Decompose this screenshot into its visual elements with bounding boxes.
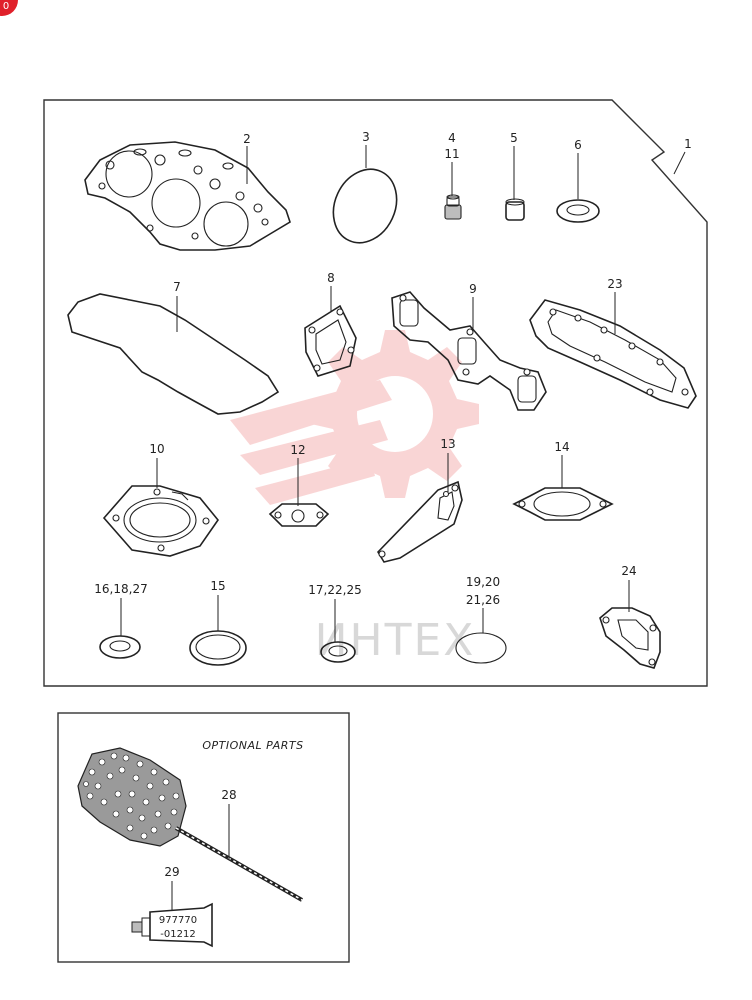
label-11: 11 — [444, 147, 459, 161]
label-2: 2 — [243, 132, 251, 146]
part-12-small-gasket — [268, 503, 330, 527]
part-10-flange-gasket — [102, 485, 220, 557]
label-28: 28 — [221, 788, 236, 802]
part-6-washer — [556, 199, 600, 223]
main-kit-frame — [43, 99, 708, 687]
part-29-sealant-tube — [131, 902, 213, 948]
label-6: 6 — [574, 138, 582, 152]
label-3: 3 — [362, 130, 370, 144]
part-5-bushing — [505, 198, 525, 221]
corner-badge-text: 0 — [3, 1, 9, 12]
part-4-valve-seal — [444, 194, 462, 220]
tube-text-line2: -01212 — [160, 929, 195, 940]
part-17-washer — [320, 641, 356, 663]
label-5: 5 — [510, 131, 518, 145]
label-1: 1 — [684, 137, 692, 151]
label-14: 14 — [554, 440, 569, 454]
part-19-disc — [455, 632, 507, 664]
label-19a: 19,20 — [466, 575, 500, 589]
part-14-oval-gasket — [512, 487, 614, 521]
part-3-o-ring — [332, 168, 398, 244]
label-16: 16,18,27 — [94, 582, 147, 596]
part-15-washer — [189, 630, 247, 666]
label-12: 12 — [290, 443, 305, 457]
part-16-washer — [99, 635, 141, 659]
label-9: 9 — [469, 282, 477, 296]
label-4: 4 — [448, 131, 456, 145]
label-17: 17,22,25 — [308, 583, 361, 597]
label-19b: 21,26 — [466, 593, 500, 607]
part-7-cover-gasket — [67, 293, 280, 415]
part-28-hone-brush — [77, 747, 303, 902]
leader-1 — [673, 151, 686, 175]
label-24: 24 — [621, 564, 636, 578]
label-8: 8 — [327, 271, 335, 285]
optional-parts-frame — [57, 712, 350, 963]
label-7: 7 — [173, 280, 181, 294]
label-23: 23 — [607, 277, 622, 291]
part-23-intake-gasket — [529, 299, 697, 409]
optional-parts-title: OPTIONAL PARTS — [202, 739, 303, 752]
corner-badge: 0 — [0, 0, 18, 16]
part-9-manifold-gasket — [391, 291, 547, 411]
label-29: 29 — [164, 865, 179, 879]
part-13-cover-gasket — [376, 480, 463, 563]
part-2-head-gasket — [84, 141, 291, 251]
watermark-text: ИНТЕХ — [315, 615, 476, 666]
label-13: 13 — [440, 437, 455, 451]
part-24-thermostat-gasket — [599, 607, 661, 669]
tube-text-line1: 977770 — [159, 915, 197, 926]
part-8-flange-gasket — [304, 304, 357, 377]
label-15: 15 — [210, 579, 225, 593]
label-10: 10 — [149, 442, 164, 456]
watermark-gear-icon — [230, 330, 479, 505]
